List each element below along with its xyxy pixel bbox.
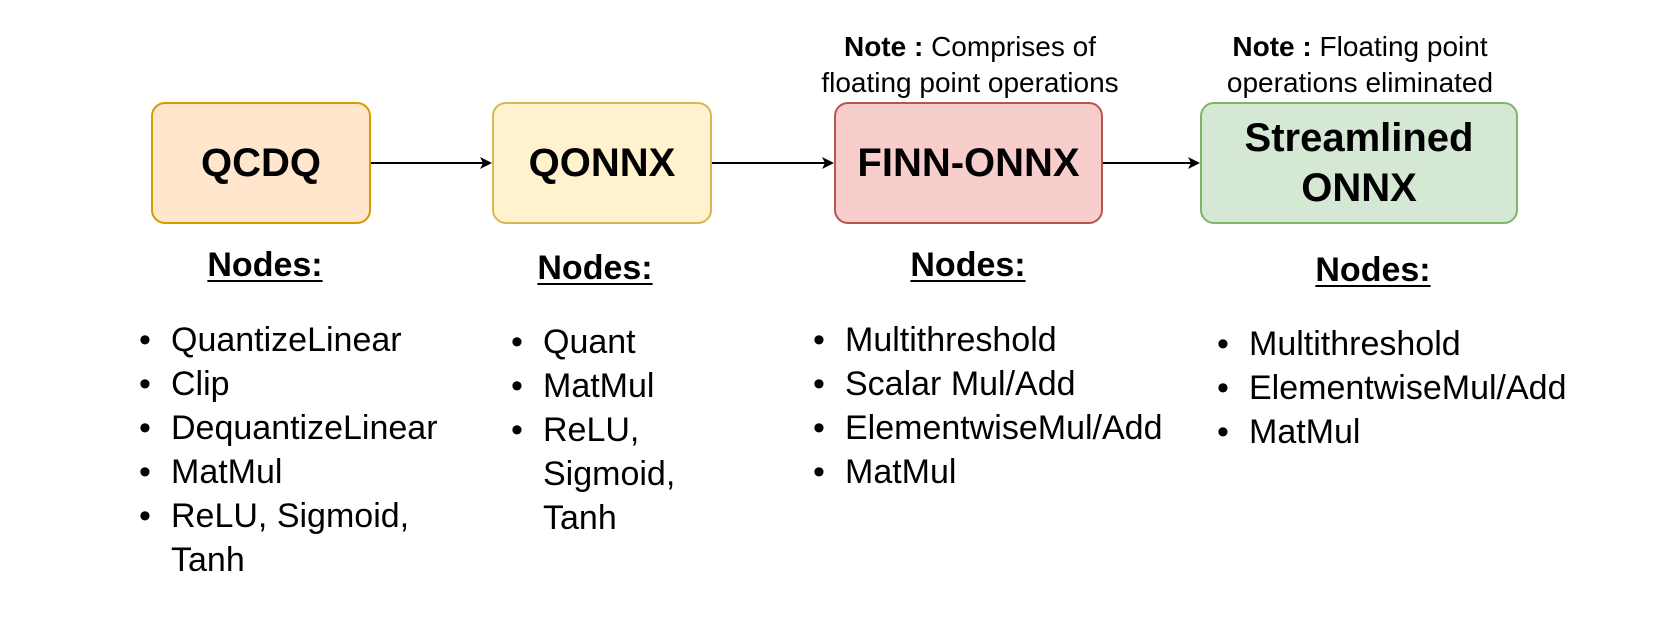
bullet-icon: • bbox=[511, 411, 523, 449]
list-item: • Clip bbox=[135, 362, 475, 406]
list-item-text: Multithreshold bbox=[1249, 325, 1461, 363]
box-qcdq-title: QCDQ bbox=[201, 141, 321, 185]
list-item-text: Multithreshold bbox=[845, 321, 1057, 359]
list-item: • Scalar Mul/Add bbox=[809, 362, 1209, 406]
box-streamlined-onnx: Streamlined ONNX bbox=[1200, 102, 1518, 224]
bullet-icon: • bbox=[813, 409, 825, 447]
bullet-icon: • bbox=[139, 321, 151, 359]
list-item: • ReLU, Sigmoid, Tanh bbox=[135, 494, 475, 582]
bullet-icon: • bbox=[813, 321, 825, 359]
list-item: • MatMul bbox=[135, 450, 475, 494]
node-list-finn-onnx: • Multithreshold • Scalar Mul/Add • Elementwi… bbox=[809, 318, 1209, 494]
note-finn-onnx: Note : Comprises of floating point opera… bbox=[800, 29, 1140, 101]
list-item: • MatMul bbox=[1213, 410, 1633, 454]
list-item: • Multithreshold bbox=[1213, 322, 1633, 366]
list-item-text: MatMul bbox=[845, 453, 957, 491]
bullet-icon: • bbox=[139, 365, 151, 403]
list-item-text: ElementwiseMul/Add bbox=[845, 409, 1163, 447]
bullet-icon: • bbox=[813, 365, 825, 403]
list-item-text: Tanh bbox=[543, 499, 617, 537]
box-finn-onnx: FINN-ONNX bbox=[834, 102, 1103, 224]
box-qonnx-title: QONNX bbox=[528, 141, 676, 185]
list-item: • ElementwiseMul/Add bbox=[809, 406, 1209, 450]
box-qonnx: QONNX bbox=[492, 102, 712, 224]
list-item-text: ReLU, Sigmoid, bbox=[171, 497, 410, 535]
list-item: • QuantizeLinear bbox=[135, 318, 475, 362]
bullet-icon: • bbox=[511, 367, 523, 405]
list-item: • ReLU, Sigmoid, Tanh bbox=[507, 408, 707, 540]
bullet-icon: • bbox=[1217, 325, 1229, 363]
box-stream-title-line1: Streamlined bbox=[1244, 116, 1474, 160]
nodes-heading-qonnx: Nodes: bbox=[537, 249, 653, 287]
node-list-qonnx: • Quant • MatMul • ReLU, Sigmoid, Tanh bbox=[507, 320, 707, 540]
note-finn-text-line1: Comprises of bbox=[923, 31, 1097, 62]
bullet-icon: • bbox=[1217, 369, 1229, 407]
list-item-text: Clip bbox=[171, 365, 230, 403]
bullet-icon: • bbox=[813, 453, 825, 491]
bullet-icon: • bbox=[139, 409, 151, 447]
list-item: • MatMul bbox=[809, 450, 1209, 494]
node-list-streamlined-onnx: • Multithreshold • ElementwiseMul/Add • MatMu… bbox=[1213, 322, 1633, 454]
list-item: • ElementwiseMul/Add bbox=[1213, 366, 1633, 410]
node-list-qcdq: • QuantizeLinear • Clip • DequantizeLinear • Ma… bbox=[135, 318, 475, 582]
list-item-text: Scalar Mul/Add bbox=[845, 365, 1076, 403]
list-item-text: Quant bbox=[543, 323, 636, 361]
bullet-icon: • bbox=[139, 453, 151, 491]
bullet-icon: • bbox=[1217, 413, 1229, 451]
list-item-text: ReLU, bbox=[543, 411, 640, 449]
list-item-text: Sigmoid, bbox=[543, 455, 676, 493]
box-qcdq: QCDQ bbox=[151, 102, 371, 224]
note-stream-text-line2: operations eliminated bbox=[1226, 67, 1494, 98]
bullet-icon: • bbox=[511, 323, 523, 361]
list-item: • MatMul bbox=[507, 364, 707, 408]
list-item-text: MatMul bbox=[543, 367, 655, 405]
note-finn-label: Note : bbox=[843, 31, 924, 62]
note-finn-text-line2: floating point operations bbox=[821, 67, 1119, 98]
nodes-heading-qcdq: Nodes: bbox=[207, 246, 323, 284]
box-stream-title-line2: ONNX bbox=[1301, 166, 1417, 210]
list-item-text: QuantizeLinear bbox=[171, 321, 402, 359]
list-item-text: DequantizeLinear bbox=[171, 409, 438, 447]
list-item-text: MatMul bbox=[1249, 413, 1361, 451]
box-finn-title: FINN-ONNX bbox=[857, 141, 1080, 185]
nodes-heading-finn-onnx: Nodes: bbox=[910, 246, 1026, 284]
note-stream-text-line1: Floating point bbox=[1311, 31, 1488, 62]
bullet-icon: • bbox=[139, 497, 151, 535]
list-item: • Multithreshold bbox=[809, 318, 1209, 362]
list-item: • Quant bbox=[507, 320, 707, 364]
list-item-text: ElementwiseMul/Add bbox=[1249, 369, 1567, 407]
nodes-heading-streamlined-onnx: Nodes: bbox=[1315, 251, 1431, 289]
list-item-text: MatMul bbox=[171, 453, 283, 491]
note-stream-label: Note : bbox=[1232, 31, 1312, 62]
note-streamlined-onnx: Note : Floating point operations elimina… bbox=[1180, 29, 1540, 101]
list-item: • DequantizeLinear bbox=[135, 406, 475, 450]
list-item-text: Tanh bbox=[171, 541, 245, 579]
